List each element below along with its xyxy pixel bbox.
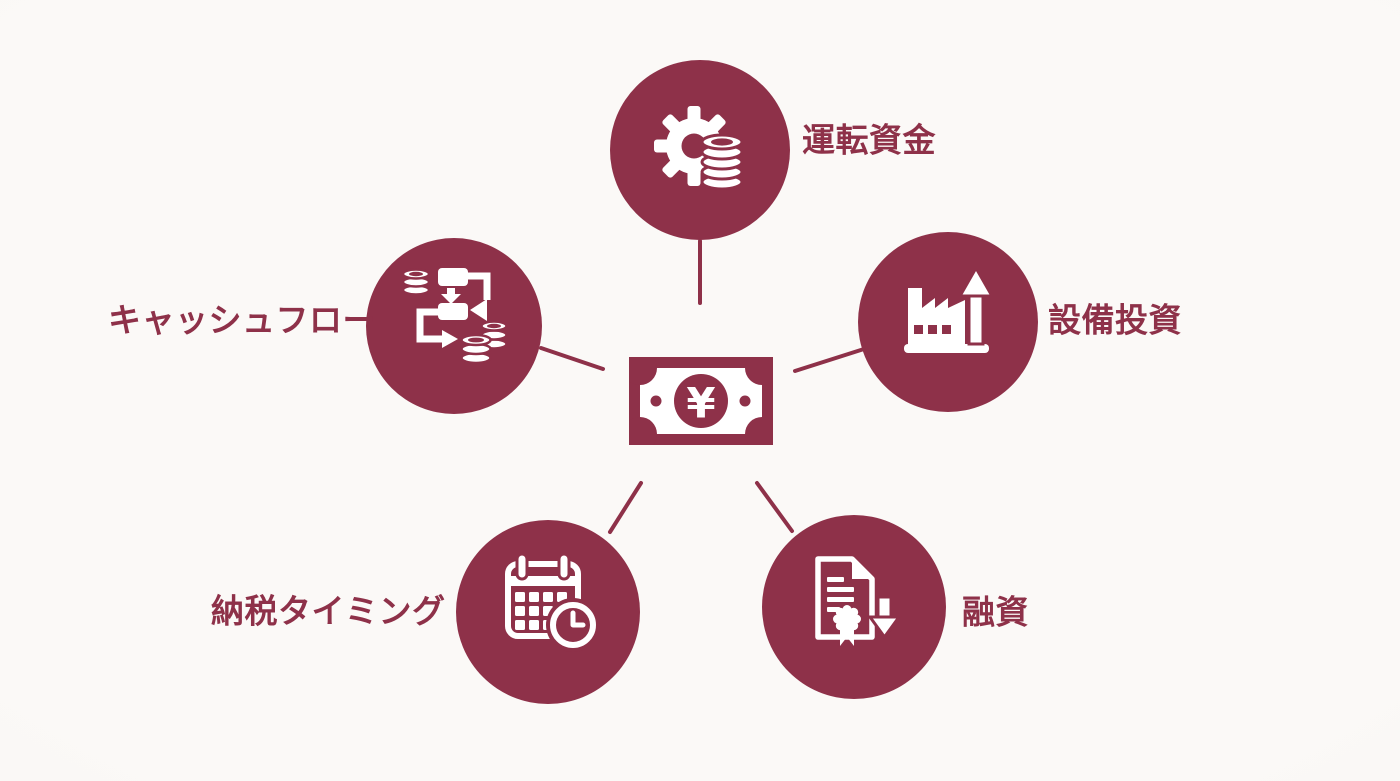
factory-base [904,344,989,353]
calendar-rings [515,552,571,581]
node-label-cash-flow: キャッシュフロー [108,300,376,340]
node-label-financing: 融資 [962,592,1029,632]
yen-banknote-icon: ¥ [629,357,773,445]
factory-growth-icon [904,264,995,353]
flow-box-middle [438,303,468,320]
clock-overlay [546,598,600,652]
document-fold [852,559,872,579]
down-arrow [441,288,461,304]
certificate-seal [833,605,861,646]
small-coin-stack [401,268,431,296]
yen-symbol: ¥ [686,379,715,428]
document-text-lines [827,577,854,612]
banknote-corner-notches [629,357,773,445]
calendar-clock-icon [505,552,600,652]
node-label-working-capital: 運転資金 [802,120,936,160]
connector-bottom-right [755,481,794,533]
calendar-header [507,576,579,586]
cashflow-coins-icon [401,268,508,365]
coin-stack [700,133,744,191]
connector-right [793,347,866,373]
download-arrow [867,595,902,640]
banknote-right-dot [739,395,751,407]
connector-left [539,346,605,371]
factory-building [908,288,965,344]
left-loop-arrow [416,308,458,348]
gear-coins-icon [654,106,744,191]
right-loop-arrow [468,272,491,321]
node-capital-investment [858,232,1038,412]
banknote-center-circle [674,374,728,428]
node-working-capital [610,60,790,240]
loan-document-icon [815,556,902,646]
factory-windows [914,325,951,334]
connector-bottom-left [608,481,643,534]
banknote-left-dot [650,395,662,407]
front-coin-stack [460,333,492,365]
node-label-capital-investment: 設備投資 [1048,300,1182,340]
flow-box-top [438,268,468,286]
node-tax-timing [456,520,640,704]
node-cash-flow [366,238,542,414]
growth-arrow [957,264,995,346]
node-financing [762,515,946,699]
node-label-tax-timing: 納税タイミング [211,591,446,631]
